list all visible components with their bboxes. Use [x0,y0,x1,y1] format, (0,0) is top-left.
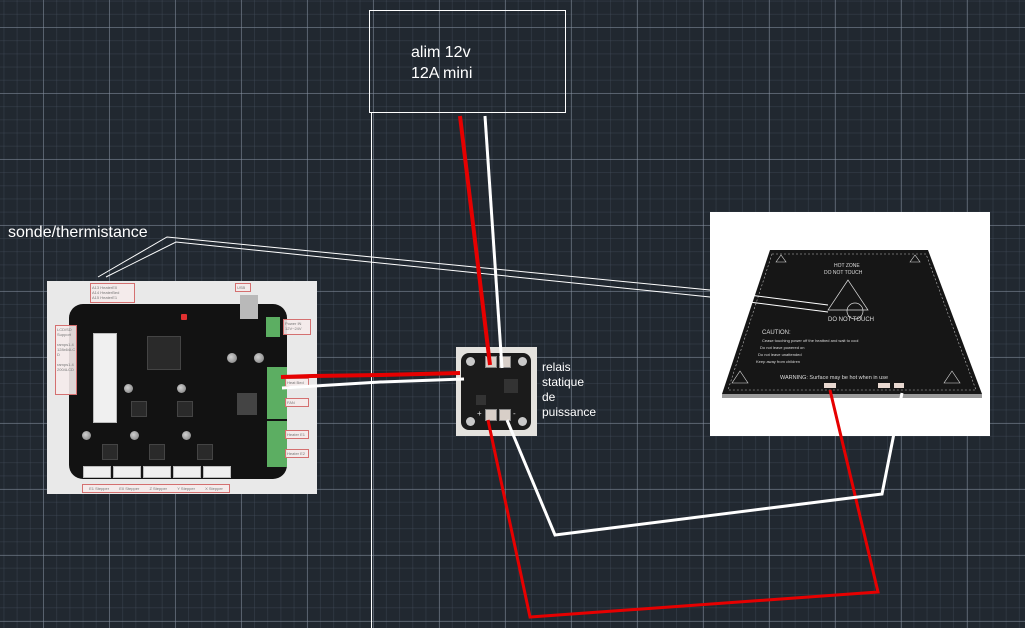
caution-line: Keep away from children [756,359,801,364]
mount-hole [466,417,475,426]
fan-label: FAN [285,398,309,407]
driver-chip [197,444,213,460]
reset-button [181,314,187,320]
relay-input-terminal-minus [499,356,511,368]
capacitor [82,431,91,440]
sensor-circle [846,302,864,320]
driver-chip [149,444,165,460]
psu-negative-wire [483,115,504,369]
driver-chip [102,444,118,460]
minus-marking: - [513,409,516,418]
relay-ic [504,379,518,393]
power-supply-voltage: alim 12v [411,44,471,61]
power-in-label: Power IN 12V~24V [283,319,311,335]
capacitor [124,384,133,393]
driver-chip [131,401,147,417]
caution-line: Do not leave powered on [760,345,805,350]
warning-text: WARNING: Surface may be hot when in use [780,375,889,381]
capacitor [177,384,186,393]
do-not-touch-text: DO NOT TOUCH [824,270,863,276]
sensor-warning-text: DO NOT TOUCH [828,317,875,323]
mount-hole [466,357,475,366]
caution-line: Do not leave unattended [758,352,802,357]
heatbed-image: HOT ZONE DO NOT TOUCH DO NOT TOUCH CAUTI… [710,212,990,436]
relay-component [476,395,486,405]
stepper-connector-x [203,466,231,478]
capacitor [182,431,191,440]
stepper-labels: E1 Stepper E0 Stepper Z Stepper Y Steppe… [82,484,230,493]
power-supply-current: 12A mini [411,65,473,82]
stepper-connector-e0 [113,466,141,478]
psu-positive-wire [458,115,492,366]
heatbed-edge [722,394,982,398]
thermistor-label: sonde/thermistance [8,224,148,241]
plus-marking: + [477,409,482,418]
relay-input-terminal-plus [485,356,497,368]
mount-hole [518,357,527,366]
mosfet [237,393,257,415]
solid-state-relay-image: + - [456,347,537,436]
lcd-support-label: LCD/SD Support ramps1.4 128x64LC D ramps… [55,325,77,395]
endstop-connector [93,333,117,423]
heat-bed-label: Heat Bed [285,378,309,387]
stepper-connector-z [143,466,171,478]
capacitor [130,431,139,440]
corner-warning-icon [731,370,749,384]
hot-zone-triangle [827,279,869,311]
hot-zone-text: HOT ZONE [834,263,860,269]
caution-line: Cease touching power off the heatbed and… [762,338,859,343]
controller-board-image: A13 HeaterE0 A14 HeaterBed A15 HeaterE1 … [47,281,317,494]
heatbed-pad [894,383,904,388]
heater-e1-label: Heater E1 [285,430,309,439]
stepper-connector-y [173,466,201,478]
mount-hole [518,417,527,426]
heater-pins-label: A13 HeaterE0 A14 HeaterBed A15 HeaterE1 [90,283,135,303]
heatbed-fan-terminal [267,367,287,419]
mcu-chip [147,336,181,370]
relay-output-terminal-minus [499,409,511,421]
relay-output-terminal-plus [485,409,497,421]
stepper-connector-e1 [83,466,111,478]
caution-title: CAUTION: [762,330,791,336]
power-in-terminal [266,317,280,337]
relay-label: relais statique de puissance [542,360,597,419]
power-supply-box: alim 12v 12A mini [369,10,566,113]
heatbed-pad [878,383,890,388]
capacitor [227,353,237,363]
heatbed-plate-drawing [722,250,982,398]
reference-vertical-line [371,113,372,628]
capacitor [254,353,264,363]
usb-port [240,295,258,319]
corner-warning-icon [909,254,921,263]
heater-terminal [267,421,287,467]
driver-chip [177,401,193,417]
corner-warning-icon [943,370,961,384]
power-supply-label: alim 12v 12A mini [411,42,472,84]
usb-label: USB [235,283,251,292]
heater-e2-label: Heater E2 [285,449,309,458]
heatbed-pad [824,383,836,388]
